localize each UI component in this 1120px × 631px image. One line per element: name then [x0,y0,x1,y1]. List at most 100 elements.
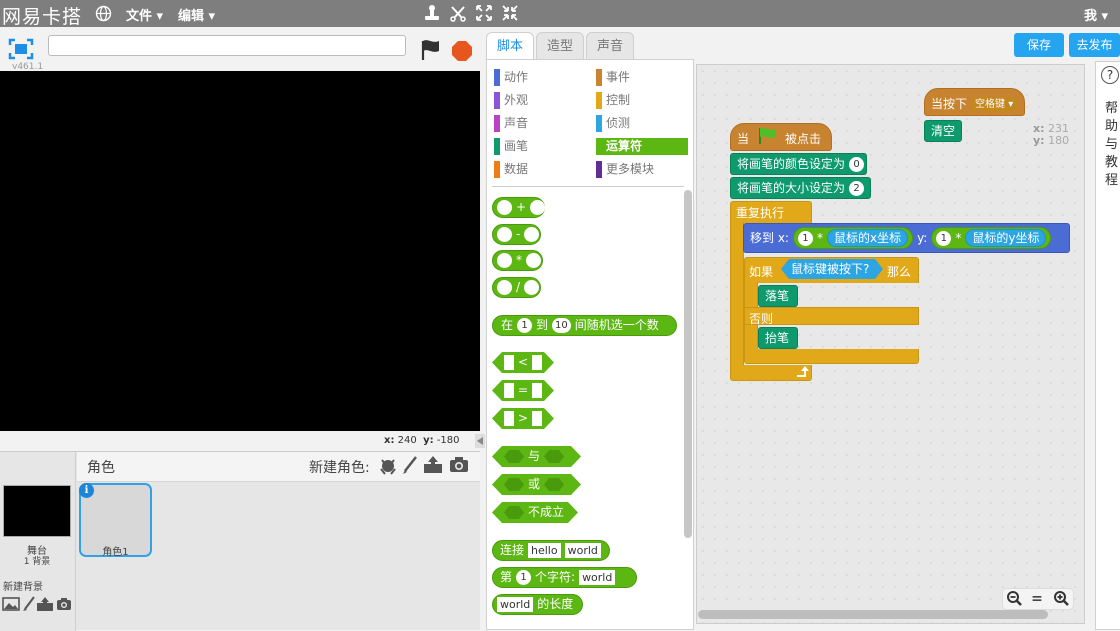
slot[interactable] [524,227,540,242]
fullscreen-icon[interactable] [8,38,34,63]
upload-backdrop-icon[interactable] [36,596,54,615]
add-reporter-block[interactable]: + [492,197,546,218]
pen-color-input[interactable]: 0 [849,156,865,172]
pen-size-input[interactable]: 2 [849,180,865,196]
zoom-in-icon[interactable] [1052,590,1070,608]
save-button[interactable]: 保存 [1014,33,1064,57]
x-multiplier-input[interactable]: 1 [797,230,813,246]
join-reporter-block[interactable]: 连接 hello world [492,540,610,561]
choose-sprite-library-icon[interactable] [378,455,398,478]
mouse-down-boolean[interactable]: 鼠标键被按下? [781,259,883,279]
camera-icon[interactable] [449,455,469,478]
slot[interactable] [504,450,524,463]
or-block[interactable]: 或 [492,474,581,495]
slot[interactable] [504,355,514,370]
publish-button[interactable]: 去发布 [1069,33,1120,57]
letter-string-input[interactable]: world [579,570,616,585]
help-tutorials-label[interactable]: 帮助与教程 [1105,101,1119,188]
go-to-xy-block[interactable]: 移到 x: 1 * 鼠标的x坐标 y: 1 * 鼠标的y坐标 [743,223,1070,253]
shrink-arrows-icon[interactable] [501,4,519,25]
stage-thumbnail[interactable] [3,485,71,537]
greater-than-block[interactable]: > [492,408,554,429]
category-data[interactable]: 数据 [494,161,586,178]
scripts-horizontal-scrollbar[interactable] [698,610,1048,619]
not-block[interactable]: 不成立 [492,502,578,523]
mouse-x-reporter[interactable]: 鼠标的x坐标 [826,229,909,247]
slot[interactable] [504,478,524,491]
user-menu[interactable]: 我 ▾ [1083,9,1108,24]
slot[interactable] [497,200,512,215]
mouse-y-reporter[interactable]: 鼠标的y坐标 [965,229,1047,247]
category-motion[interactable]: 动作 [494,69,586,86]
backdrop-library-icon[interactable] [2,596,20,615]
category-looks[interactable]: 外观 [494,92,586,109]
palette-scrollbar[interactable] [684,190,692,538]
category-sensing[interactable]: 侦测 [596,115,688,132]
upload-sprite-icon[interactable] [422,455,444,478]
multiply-reporter-y[interactable]: 1 * 鼠标的y坐标 [931,227,1052,249]
category-more-blocks[interactable]: 更多模块 [596,161,688,178]
edit-menu[interactable]: 编辑 ▾ [178,9,216,24]
grow-arrows-icon[interactable] [475,4,493,25]
tab-costumes[interactable]: 造型 [536,32,584,59]
less-than-block[interactable]: < [492,352,554,373]
random-from-input[interactable]: 1 [517,318,533,333]
join-second-input[interactable]: world [564,543,601,558]
slot[interactable] [504,383,514,398]
random-to-input[interactable]: 10 [552,318,571,333]
clear-block[interactable]: 清空 [924,120,962,142]
paint-brush-icon[interactable] [401,455,419,478]
app-logo[interactable]: 网易卡搭 [2,6,83,28]
delete-scissors-icon[interactable] [449,4,467,25]
random-reporter-block[interactable]: 在 1 到 10 间随机选一个数 [492,315,677,336]
slot[interactable] [504,411,514,426]
slot[interactable] [526,253,541,268]
slot[interactable] [497,253,512,268]
y-multiplier-input[interactable]: 1 [936,230,952,246]
category-events[interactable]: 事件 [596,69,688,86]
multiply-reporter-block[interactable]: * [492,250,543,271]
length-of-reporter-block[interactable]: world 的长度 [492,594,583,615]
slot[interactable] [532,411,542,426]
project-title-input[interactable] [48,35,406,56]
subtract-reporter-block[interactable]: - [492,224,541,245]
slot[interactable] [544,478,564,491]
category-pen[interactable]: 画笔 [494,138,586,155]
pen-up-block[interactable]: 抬笔 [758,327,798,349]
help-question-icon[interactable]: ? [1101,66,1119,84]
tab-scripts[interactable]: 脚本 [486,32,534,60]
slot[interactable] [504,506,524,519]
file-menu[interactable]: 文件 ▾ [126,9,164,24]
backdrop-camera-icon[interactable] [56,596,72,615]
tab-sounds[interactable]: 声音 [586,32,634,59]
stop-sign-icon[interactable] [451,40,473,65]
slot[interactable] [530,200,546,215]
paint-backdrop-icon[interactable] [22,596,36,615]
forever-block-top[interactable] [730,201,812,223]
category-operators[interactable]: 运算符 [596,138,688,155]
set-pen-size-block[interactable]: 将画笔的大小设定为 2 [730,177,871,199]
zoom-out-icon[interactable] [1005,590,1023,608]
slot[interactable] [544,450,564,463]
sprite-info-icon[interactable]: i [79,483,94,498]
slot[interactable] [497,227,512,242]
pen-down-block[interactable]: 落笔 [758,285,798,307]
join-first-input[interactable]: hello [528,543,561,558]
key-dropdown[interactable]: 空格键 ▾ [971,96,1018,112]
duplicate-stamp-icon[interactable] [423,4,441,25]
category-sound[interactable]: 声音 [494,115,586,132]
multiply-reporter-x[interactable]: 1 * 鼠标的x坐标 [792,227,914,249]
and-block[interactable]: 与 [492,446,581,467]
category-control[interactable]: 控制 [596,92,688,109]
green-flag-icon[interactable] [419,38,441,65]
zoom-reset-button[interactable]: = [1031,591,1043,607]
stage-canvas[interactable] [0,71,480,431]
collapse-palette-arrow-icon[interactable] [475,434,485,448]
slot[interactable] [524,280,540,295]
when-key-pressed-hat-block[interactable]: 当按下 空格键 ▾ [924,88,1025,116]
length-string-input[interactable]: world [497,597,534,612]
equals-block[interactable]: = [492,380,554,401]
set-pen-color-block[interactable]: 将画笔的颜色设定为 0 [730,153,867,175]
divide-reporter-block[interactable]: / [492,277,541,298]
language-globe-icon[interactable] [95,5,112,25]
